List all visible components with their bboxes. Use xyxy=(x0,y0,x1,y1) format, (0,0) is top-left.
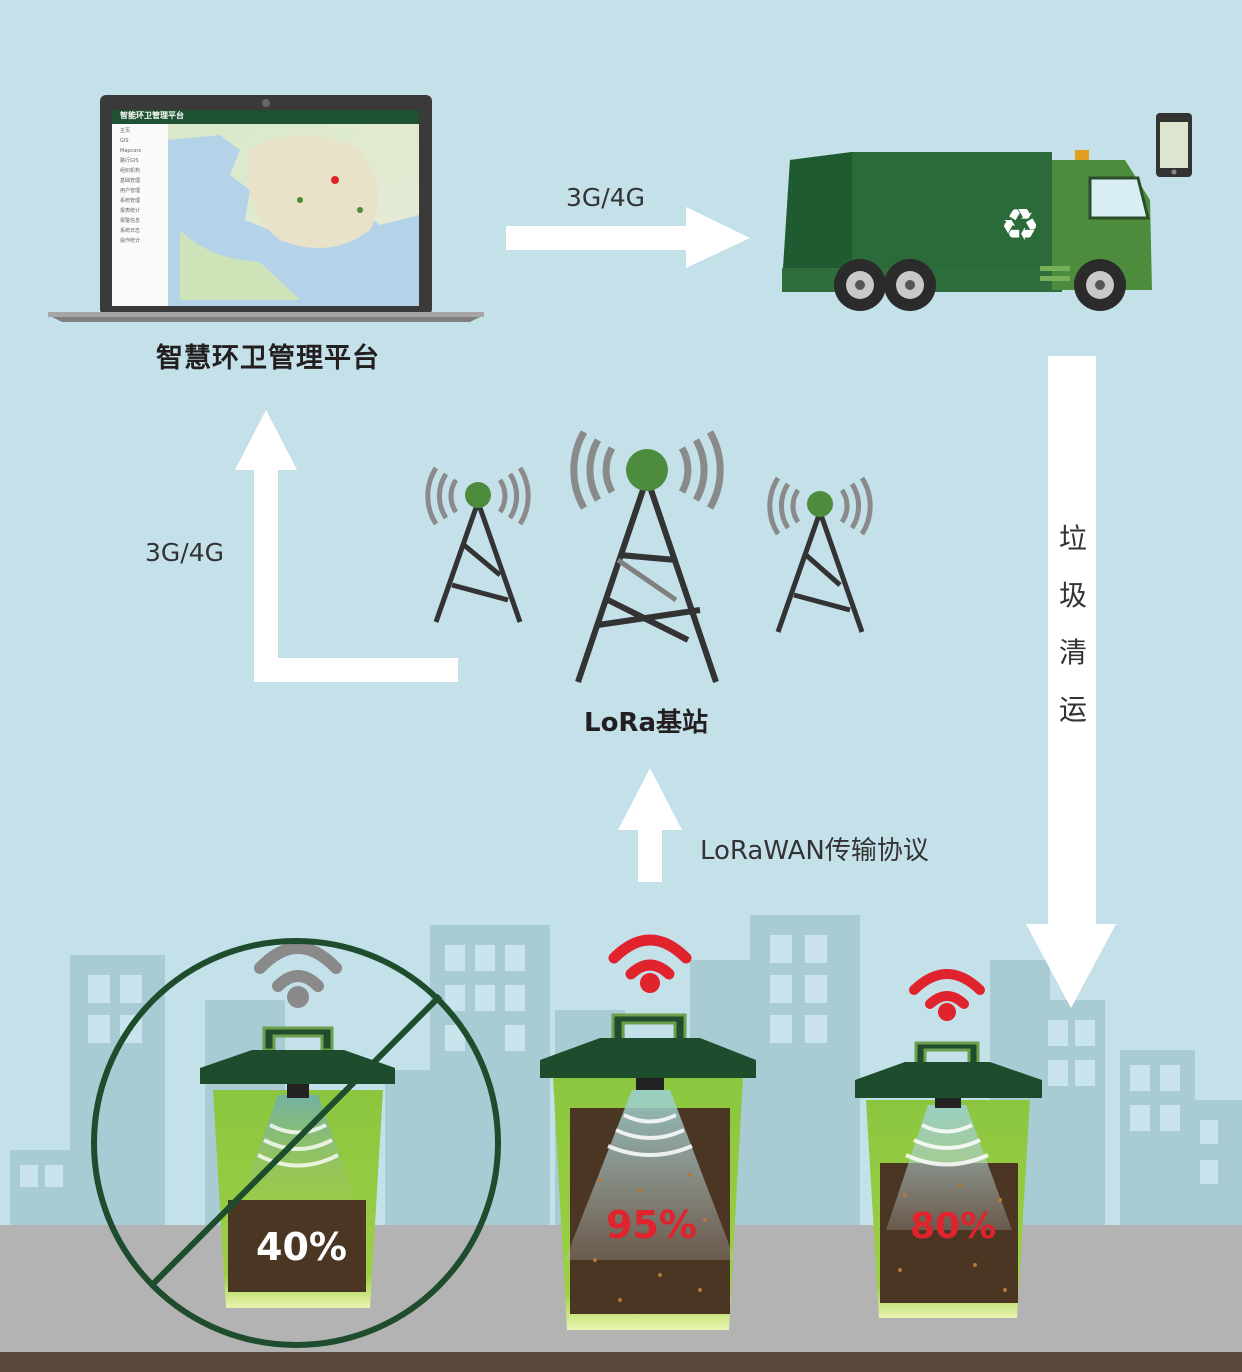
bin-1-soil xyxy=(228,1200,366,1292)
arrow-to-station xyxy=(618,768,682,882)
menu-item[interactable]: Mapcars xyxy=(120,148,142,154)
menu-item[interactable]: 报表统计 xyxy=(120,208,141,214)
bin-1 xyxy=(200,1026,395,1308)
no-signal-icon xyxy=(91,938,501,1348)
platform-screen-title: 智能环卫管理平台 xyxy=(120,111,184,120)
menu-item[interactable]: 操作统计 xyxy=(120,238,141,244)
tower-right-antenna xyxy=(807,491,833,517)
bin-1-level: 40% xyxy=(256,1225,347,1269)
bin-3-level: 80% xyxy=(910,1206,997,1247)
arrow-to-truck xyxy=(506,207,750,268)
arrow-to-platform xyxy=(235,410,458,682)
arrow-transport-down xyxy=(1026,356,1116,1008)
skyline-windows xyxy=(20,935,1218,1187)
signal-waves-center xyxy=(570,430,724,510)
tower-center xyxy=(575,477,719,683)
wifi-icon-alert xyxy=(608,934,692,980)
bin-2 xyxy=(540,1013,756,1330)
wifi-dot-alert-2 xyxy=(640,973,660,993)
wifi-icon-alert-3 xyxy=(909,969,985,1009)
svg-text:♻: ♻ xyxy=(1000,200,1039,251)
truck-wheels xyxy=(834,259,1126,311)
menu-item[interactable]: 基础管理 xyxy=(120,178,141,184)
tower-center-antenna xyxy=(626,449,668,491)
menu-item[interactable]: 用户管理 xyxy=(120,188,141,194)
menu-item[interactable]: 组织机构 xyxy=(120,168,141,174)
network-label-platform: 3G/4G xyxy=(145,538,224,567)
wifi-icon-inactive xyxy=(254,942,342,992)
bin-3 xyxy=(855,1041,1042,1318)
menu-item[interactable]: 报警信息 xyxy=(120,218,141,224)
wifi-dot-alert-3 xyxy=(938,1003,956,1021)
menu-item[interactable]: 主页 xyxy=(120,128,131,134)
network-label-truck: 3G/4G xyxy=(566,183,645,212)
platform-menu: 主页 GIS Mapcars 路行GIS 组织机构 基础管理 用户管理 系统管理… xyxy=(120,126,168,246)
signal-waves-right xyxy=(767,476,873,536)
phone-icon xyxy=(1156,113,1192,177)
platform-label: 智慧环卫管理平台 xyxy=(156,343,380,374)
wifi-dot-inactive xyxy=(287,986,309,1008)
tower-left xyxy=(433,501,523,623)
road-curb xyxy=(0,1352,1242,1372)
transport-label: 垃圾清运 xyxy=(1058,522,1087,726)
tower-left-antenna xyxy=(465,482,491,508)
menu-item[interactable]: 系统日志 xyxy=(120,228,141,234)
bin-2-level: 95% xyxy=(606,1203,697,1247)
signal-waves-left xyxy=(425,466,531,526)
laptop xyxy=(48,95,484,322)
protocol-label: LoRaWAN传输协议 xyxy=(700,836,929,866)
menu-item[interactable]: 系统管理 xyxy=(120,198,141,204)
garbage-truck: ♻ xyxy=(782,150,1152,292)
tower-center-cross xyxy=(616,557,678,603)
menu-item[interactable]: GIS xyxy=(120,138,129,144)
menu-item[interactable]: 路行GIS xyxy=(120,158,139,164)
tower-right xyxy=(775,511,865,633)
station-label: LoRa基站 xyxy=(584,708,708,738)
